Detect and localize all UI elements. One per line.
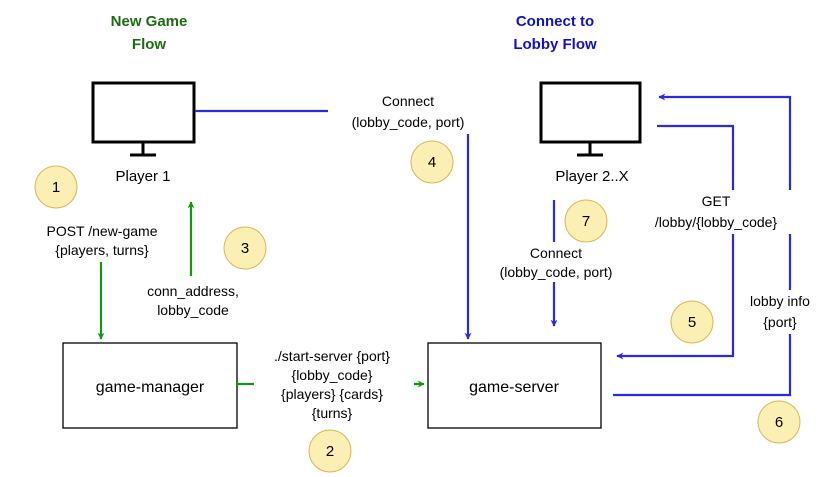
step-number-5: 5 [688,314,696,331]
label-post-new-game-line2: {players, turns} [55,242,149,258]
heading-connect-lobby-line1: Connect to [516,13,594,30]
heading-new-game-line2: Flow [132,36,166,53]
game-manager-box: game-manager [62,342,238,429]
label-get-lobby-line2: /lobby/{lobby_code} [655,214,778,230]
label-start-server-line4: {turns} [312,405,353,421]
step-badge-2: 2 [308,429,352,473]
label-lobby-info-line2: {port} [763,314,797,330]
step-badge-1: 1 [34,165,78,209]
heading-new-game-line1: New Game [111,13,188,30]
arrow-get-lobby [616,124,735,360]
label-post-new-game-line1: POST /new-game [46,223,157,239]
label-start-server-line1: ./start-server {port} [274,348,390,364]
step-number-6: 6 [775,414,783,431]
player2-monitor-icon [539,81,642,157]
label-start-server-line2: {lobby_code} [292,367,373,383]
label-connect-p2-line1: Connect [530,245,582,261]
step-number-7: 7 [582,213,590,230]
label-start-server-line3: {players} {cards} [281,386,383,402]
player2-label: Player 2..X [555,168,628,185]
step-number-3: 3 [241,240,249,257]
player1-label: Player 1 [115,168,170,185]
step-number-2: 2 [326,443,334,460]
label-conn-address-line2: lobby_code [157,302,229,318]
heading-connect-lobby-line2: Lobby Flow [513,36,597,53]
label-get-lobby-line1: GET [702,193,731,209]
label-lobby-info-line1: lobby info [750,293,810,309]
step-badge-7: 7 [564,199,608,243]
game-server-box: game-server [427,342,602,429]
step-number-1: 1 [52,179,60,196]
game-server-label: game-server [469,379,559,396]
step-badge-3: 3 [223,226,267,270]
game-manager-label: game-manager [96,379,205,396]
step-badge-6: 6 [757,400,801,444]
step-badge-4: 4 [410,140,454,184]
label-connect-p2-line2: (lobby_code, port) [500,264,613,280]
label-connect-p1-line2: (lobby_code, port) [352,114,465,130]
label-conn-address-line1: conn_address, [147,283,239,299]
step-badge-5: 5 [670,300,714,344]
step-number-4: 4 [428,154,436,171]
label-connect-p1-line1: Connect [382,93,434,109]
arrow-lobby-info [613,93,792,397]
player1-monitor-icon [91,81,196,157]
